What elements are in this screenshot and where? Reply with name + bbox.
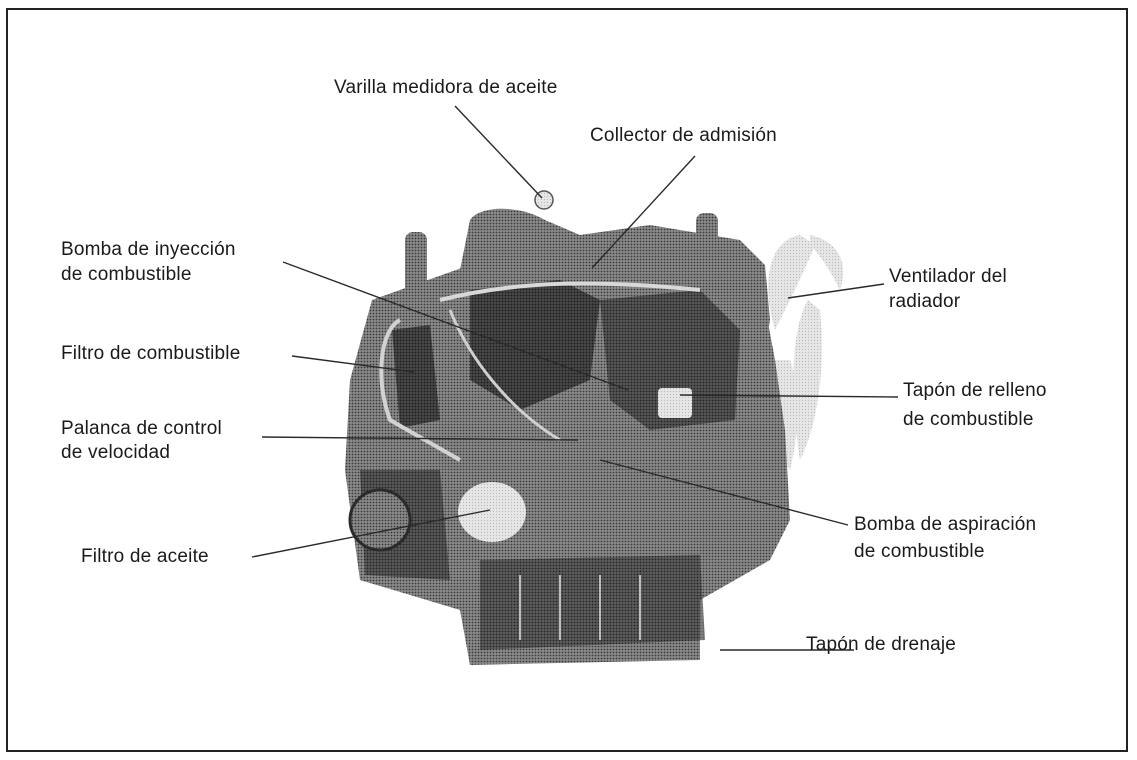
label-speed-lever-line2: de velocidad: [61, 442, 171, 463]
label-speed-lever-line1: Palanca de control: [61, 418, 222, 439]
leader-feed-pump: [599, 459, 849, 526]
leader-fuel-cap: [679, 394, 899, 398]
leader-injection-pump: [282, 261, 629, 391]
label-feed-pump-line2: de combustible: [854, 541, 985, 562]
leader-intake-manifold: [591, 155, 696, 269]
leader-lines: [251, 105, 899, 651]
leader-dipstick: [454, 105, 543, 199]
label-fuel-cap-line1: Tapón de relleno: [903, 380, 1047, 401]
label-intake-manifold: Collector de admisión: [590, 125, 777, 146]
label-feed-pump-line1: Bomba de aspiración: [854, 514, 1037, 535]
label-drain-plug: Tapón de drenaje: [806, 634, 957, 655]
label-dipstick: Varilla medidora de aceite: [334, 77, 558, 98]
label-injection-pump-line2: de combustible: [61, 264, 192, 285]
leader-fuel-filter: [291, 355, 415, 373]
leader-speed-lever: [261, 436, 579, 441]
label-fan-line2: radiador: [889, 291, 961, 312]
label-oil-filter: Filtro de aceite: [81, 546, 209, 567]
label-fuel-cap-line2: de combustible: [903, 409, 1034, 430]
leader-fan: [787, 283, 885, 299]
label-fuel-filter: Filtro de combustible: [61, 343, 241, 364]
leader-oil-filter: [251, 509, 491, 558]
label-injection-pump-line1: Bomba de inyección: [61, 239, 236, 260]
label-fan-line1: Ventilador del: [889, 266, 1007, 287]
radiator-fan: [765, 235, 844, 470]
engine-photo: [345, 190, 844, 665]
